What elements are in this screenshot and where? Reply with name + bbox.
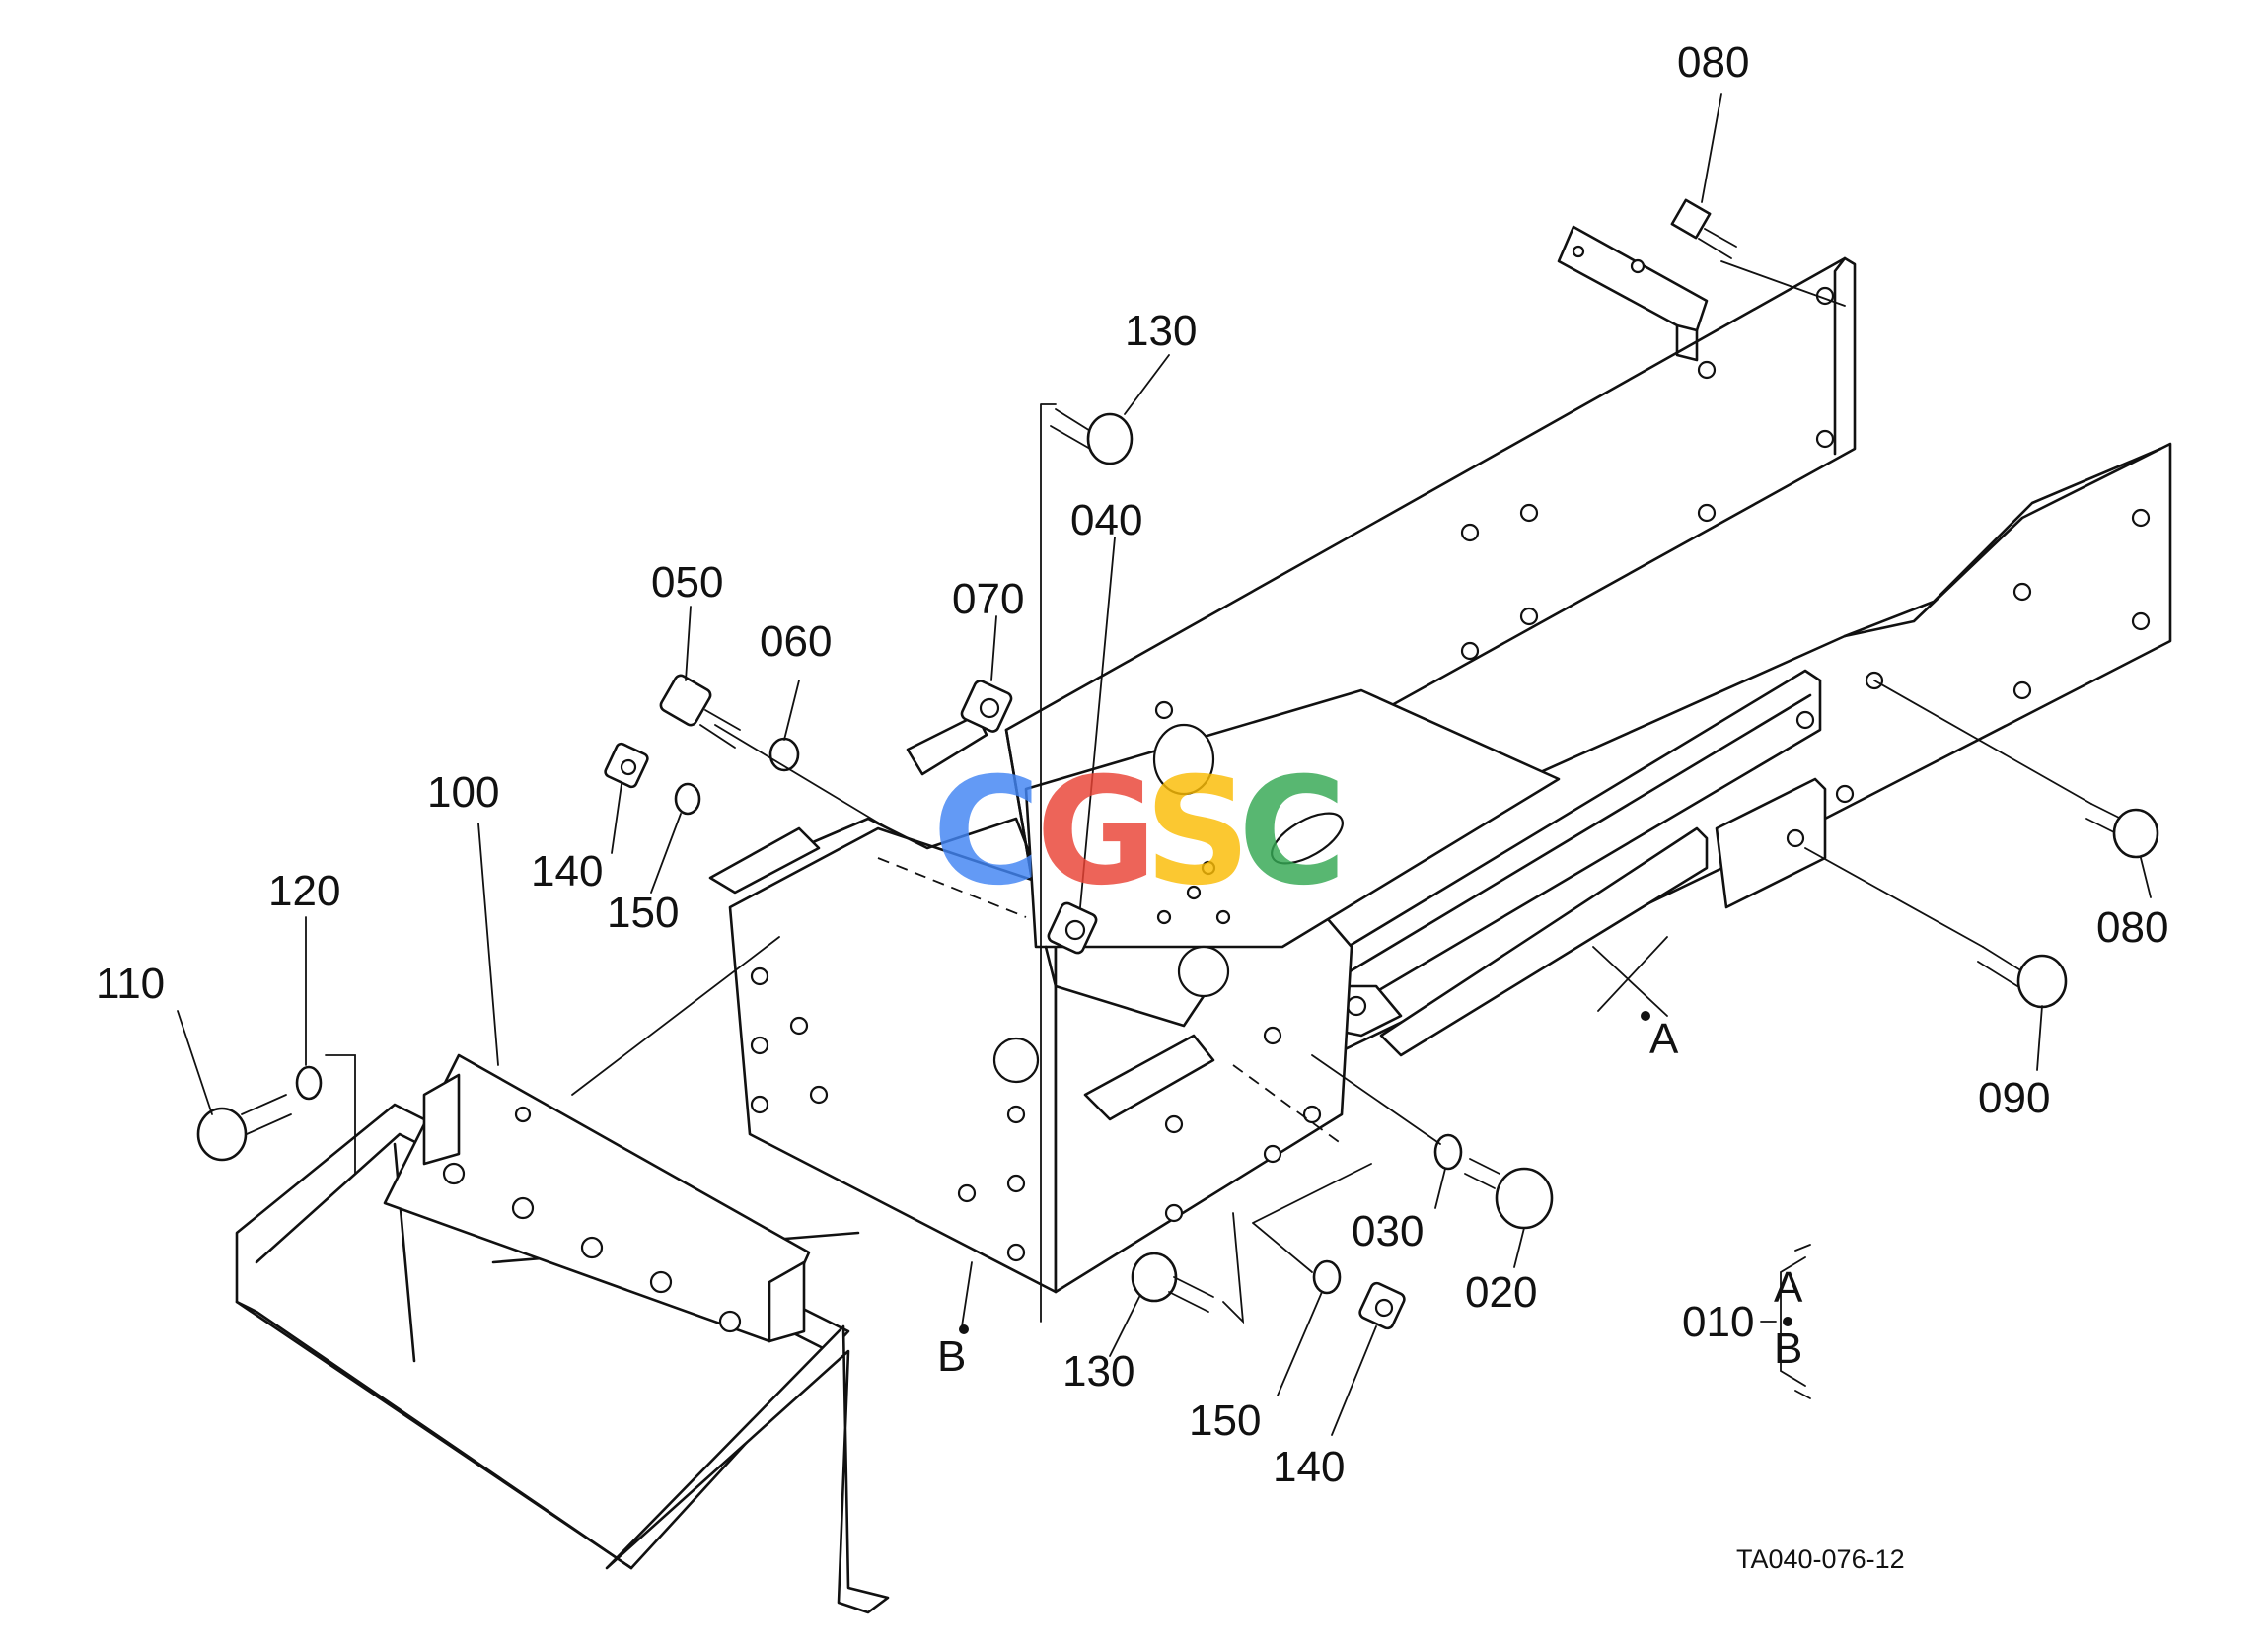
callout-040: 040: [1070, 496, 1142, 544]
assembly-key-part-a: A: [1774, 1263, 1803, 1312]
callout-150-left: 150: [607, 889, 679, 937]
bolt-020: [1464, 1158, 1554, 1230]
callout-050: 050: [651, 558, 723, 607]
callout-030: 030: [1352, 1207, 1424, 1255]
callout-150-bottom: 150: [1189, 1396, 1261, 1445]
channel-bar-a: [1280, 669, 1827, 1057]
callout-140-bottom: 140: [1273, 1443, 1345, 1491]
bolt-080-top: [1670, 198, 1737, 259]
callout-140-left: 140: [531, 847, 603, 895]
watermark: C G S C: [932, 747, 1347, 918]
callout-130-bottom: 130: [1062, 1347, 1134, 1396]
bolt-080-right: [2085, 803, 2159, 859]
washer-120: [295, 1065, 323, 1101]
callout-080-top: 080: [1677, 38, 1749, 87]
assembly-key-number: 010: [1682, 1298, 1754, 1346]
washer-150-left: [674, 782, 701, 816]
leader-lines: [177, 93, 2152, 1436]
washer-030: [1433, 1133, 1463, 1171]
callout-070: 070: [952, 575, 1024, 623]
callout-130-top: 130: [1125, 307, 1197, 355]
bolt-130-top: [1050, 408, 1134, 465]
nut-070: [960, 680, 1013, 733]
reference-code: TA040-076-12: [1736, 1544, 1905, 1574]
callout-100: 100: [427, 768, 499, 817]
callout-b: B: [937, 1332, 966, 1381]
dot-b: [959, 1324, 969, 1334]
step-100: [235, 936, 890, 1614]
assembly-key: 010 A B: [1682, 1244, 1811, 1399]
callout-a: A: [1649, 1015, 1679, 1063]
fasteners: [196, 198, 2159, 1330]
watermark-letter-4: C: [1238, 747, 1347, 918]
front-frame-b: [708, 688, 1561, 1294]
dot-a: [1641, 1011, 1650, 1021]
bolt-050: [659, 674, 741, 749]
assembly-key-part-b: B: [1774, 1324, 1802, 1373]
nut-040: [1047, 901, 1098, 955]
callout-080-right: 080: [2096, 903, 2168, 952]
nut-140-bottom: [1358, 1281, 1406, 1330]
callout-020: 020: [1465, 1268, 1537, 1317]
nut-140-left: [604, 742, 649, 789]
assembly-key-dot: [1783, 1317, 1792, 1326]
bolt-090: [1977, 946, 2068, 1009]
watermark-letter-3: S: [1144, 747, 1251, 918]
callout-120: 120: [268, 867, 340, 915]
callout-110: 110: [96, 960, 165, 1008]
callout-090: 090: [1978, 1074, 2050, 1122]
bolt-130-bottom: [1131, 1252, 1214, 1313]
callout-060: 060: [760, 617, 832, 666]
bolt-110: [196, 1094, 292, 1162]
watermark-letter-2: G: [1036, 747, 1157, 918]
callout-labels: 080 130 040 050 060 070 100 120 110 140 …: [96, 38, 2168, 1491]
washer-150-bottom: [1312, 1259, 1342, 1295]
watermark-letter-1: C: [932, 747, 1041, 918]
